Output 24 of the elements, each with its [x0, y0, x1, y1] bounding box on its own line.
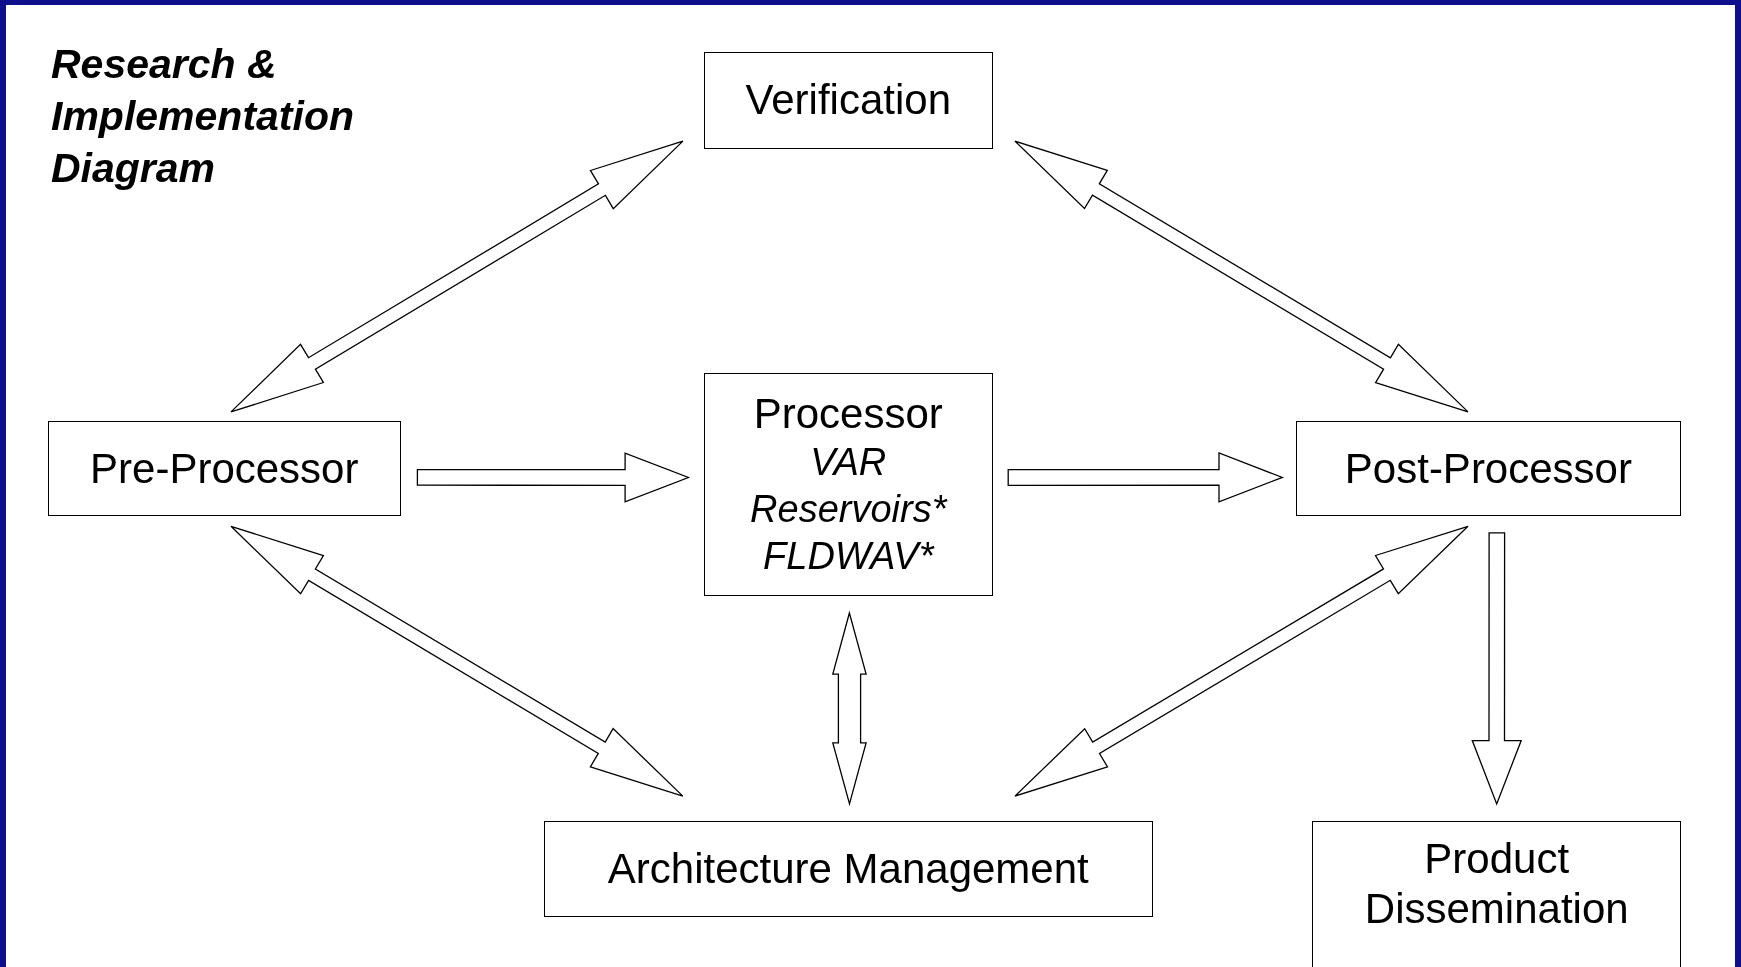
process-box [703, 373, 993, 597]
box-label: Architecture Management [607, 843, 1089, 894]
process-box [1312, 820, 1682, 967]
block-arrow [416, 452, 691, 503]
process-box [544, 820, 1153, 918]
model-name: VAR [810, 440, 887, 486]
box-label: Post-Processor [1344, 443, 1632, 494]
box-label: Processor [753, 389, 943, 440]
model-name: FLDWAV* [763, 534, 934, 580]
box-label: Pre-Processor [90, 443, 359, 494]
model-name: Reservoirs* [750, 487, 947, 533]
double-block-arrow [230, 140, 684, 413]
process-box [703, 52, 993, 149]
block-arrow [1007, 452, 1285, 503]
double-block-arrow [1014, 140, 1469, 413]
box-label: Verification [745, 75, 951, 126]
double-block-arrow [1014, 525, 1469, 797]
diagram-title: Research & Implementation Diagram [51, 40, 355, 193]
box-label: Product Dissemination [1363, 834, 1630, 935]
double-block-arrow [831, 610, 867, 807]
process-box [47, 420, 401, 517]
double-block-arrow [230, 525, 684, 797]
process-box [1295, 420, 1682, 517]
block-arrow [1471, 532, 1523, 806]
